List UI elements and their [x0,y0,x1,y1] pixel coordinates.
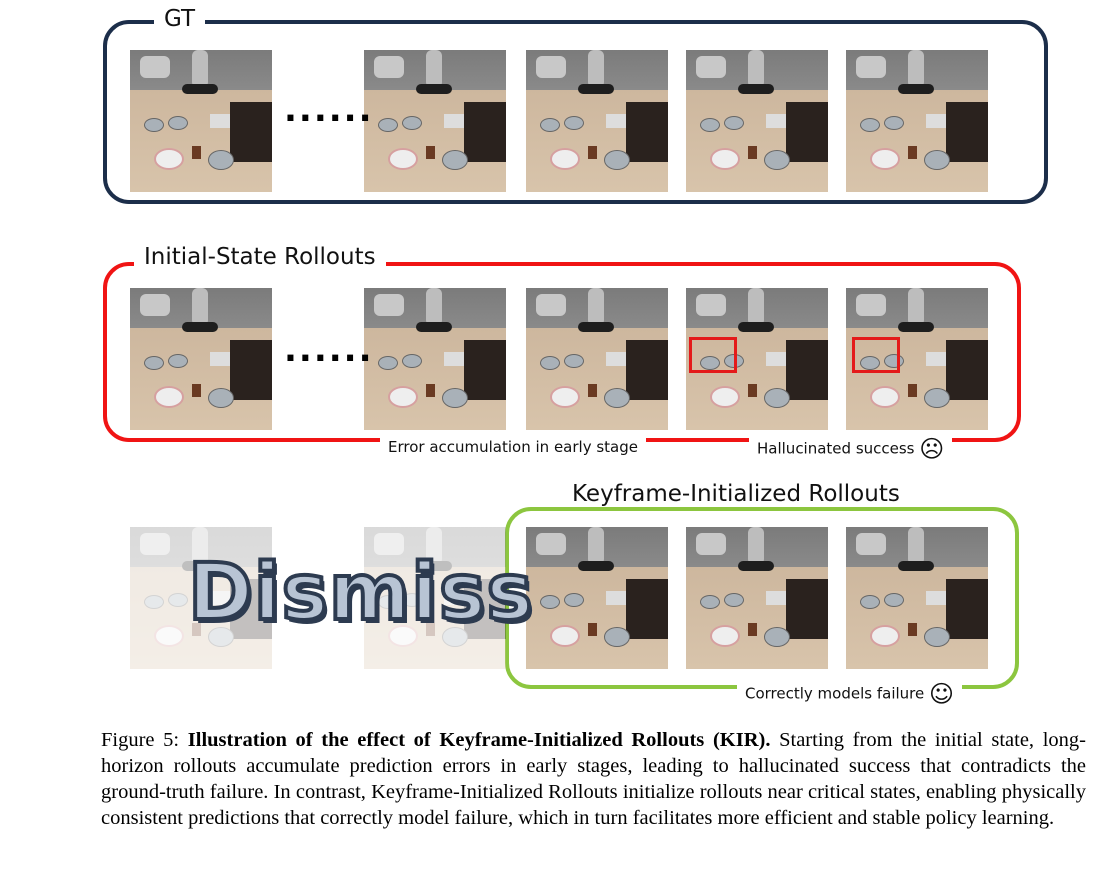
initial-label: Initial-State Rollouts [134,244,386,270]
gt-frame-image [526,50,668,192]
figure-caption: Figure 5: Illustration of the effect of … [101,727,1086,831]
highlight-box-1 [689,337,737,373]
ellipsis-gt: ...... [284,90,374,130]
initial-frame-image [526,288,668,430]
initial-frame-image [686,288,828,430]
dismiss-watermark: Dismiss [186,546,535,640]
gt-frame-image [686,50,828,192]
correct-note: Correctly models failure ☺ [737,680,963,708]
caption-title: Illustration of the effect of Keyframe-I… [187,729,771,751]
halluc-text: Hallucinated success [757,439,915,458]
initial-frame-image [364,288,506,430]
keyframe-frame-image [526,527,668,669]
keyframe-frame-image [364,527,506,669]
keyframe-label: Keyframe-Initialized Rollouts [562,481,910,507]
gt-frame-image [846,50,988,192]
highlight-box-2 [852,337,900,373]
initial-frame-image [846,288,988,430]
frowning-face-icon: ☹ [919,435,945,463]
halluc-note: Hallucinated success ☹ [749,435,953,463]
caption-prefix: Figure 5: [101,729,188,751]
error-note: Error accumulation in early stage [380,438,646,456]
caption-body: Starting from the initial state, long-ho… [101,729,1086,829]
keyframe-frame-image [846,527,988,669]
gt-frame-image [130,50,272,192]
initial-frame-image [130,288,272,430]
gt-frame-image [364,50,506,192]
gt-frame [103,20,1048,204]
gt-label: GT [154,6,206,32]
keyframe-frame-image [130,527,272,669]
correct-text: Correctly models failure [745,684,925,703]
smiling-face-icon: ☺ [929,680,955,708]
keyframe-frame-image [686,527,828,669]
ellipsis-initial: ...... [284,330,374,370]
